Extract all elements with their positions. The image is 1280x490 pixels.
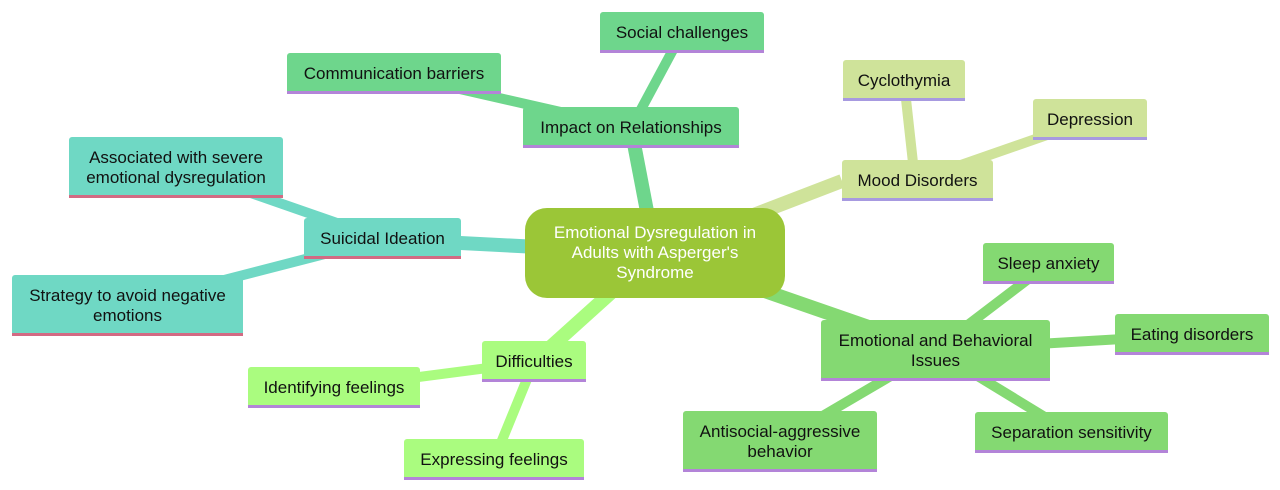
issues-child-antisocial[interactable]: Antisocial-aggressive behavior — [683, 411, 877, 472]
mood-node[interactable]: Mood Disorders — [842, 160, 993, 201]
root-node[interactable]: Emotional Dysregulation in Adults with A… — [525, 208, 785, 298]
impact-child-communication[interactable]: Communication barriers — [287, 53, 501, 94]
difficulties-child-expressing[interactable]: Expressing feelings — [404, 439, 584, 480]
issues-node[interactable]: Emotional and Behavioral Issues — [821, 320, 1050, 381]
impact-child-social[interactable]: Social challenges — [600, 12, 764, 53]
suicidal-node[interactable]: Suicidal Ideation — [304, 218, 461, 259]
impact-node[interactable]: Impact on Relationships — [523, 107, 739, 148]
difficulties-child-identifying[interactable]: Identifying feelings — [248, 367, 420, 408]
mood-child-depression[interactable]: Depression — [1033, 99, 1147, 140]
issues-child-eating-disorders[interactable]: Eating disorders — [1115, 314, 1269, 355]
suicidal-child-associated[interactable]: Associated with severe emotional dysregu… — [69, 137, 283, 198]
issues-child-sleep-anxiety[interactable]: Sleep anxiety — [983, 243, 1114, 284]
difficulties-node[interactable]: Difficulties — [482, 341, 586, 382]
issues-child-separation[interactable]: Separation sensitivity — [975, 412, 1168, 453]
mood-child-cyclothymia[interactable]: Cyclothymia — [843, 60, 965, 101]
suicidal-child-strategy[interactable]: Strategy to avoid negative emotions — [12, 275, 243, 336]
